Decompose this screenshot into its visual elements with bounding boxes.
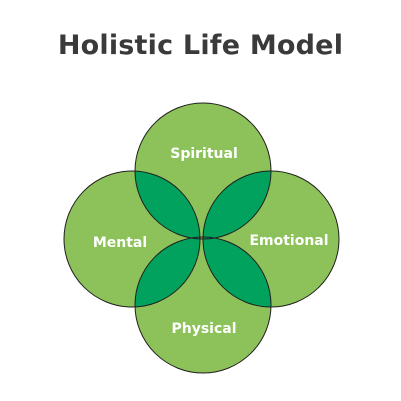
overlap-physical-mental — [135, 237, 200, 307]
overlap-spiritual-mental — [135, 171, 200, 239]
circle-outlines — [63, 102, 340, 374]
overlap-physical-emotional — [203, 237, 271, 307]
label-mental: Mental — [93, 235, 147, 251]
label-spiritual: Spiritual — [170, 146, 238, 162]
overlap-spiritual-emotional — [203, 171, 271, 239]
label-physical: Physical — [171, 321, 236, 337]
label-emotional: Emotional — [249, 233, 328, 249]
diagram-title: Holistic Life Model — [57, 30, 344, 61]
